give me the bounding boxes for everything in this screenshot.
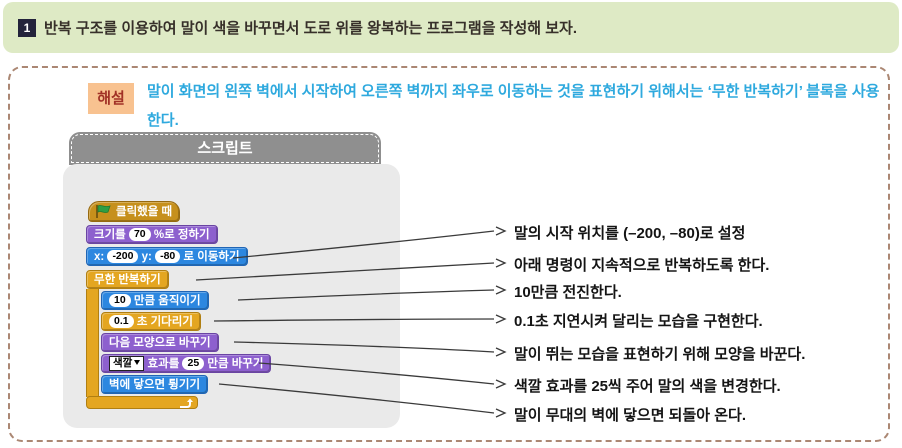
block-label: 만큼 움직이기 [133,295,201,307]
block-set-size: 크기를 70 %로 정하기 [86,225,218,244]
block-label: 로 이동하기 [183,251,240,263]
block-goto-xy: x: -200 y: -80 로 이동하기 [86,247,248,266]
task-banner: 1 반복 구조를 이용하여 말이 색을 바꾸면서 도로 위를 왕복하는 프로그램… [3,2,899,53]
task-number-badge: 1 [18,18,36,37]
green-flag-icon [96,205,111,218]
block-label: 초 기다리기 [136,316,193,328]
forever-loop-arm [86,289,99,397]
block-bounce-on-edge: 벽에 닿으면 튕기기 [101,375,209,394]
annotation-color-effect: 색깔 효과를 25씩 주어 말의 색을 변경한다. [514,378,781,395]
value-field: 0.1 [109,315,134,328]
block-label: %로 정하기 [153,229,210,241]
effect-dropdown: 색깔 [109,356,145,371]
block-label: 무한 반복하기 [94,274,161,286]
annotation-costume: 말이 뛰는 모습을 표현하기 위해 모양을 바꾼다. [514,346,806,363]
explanation-text: 말이 화면의 왼쪽 벽에서 시작하여 오른쪽 벽까지 좌우로 이동하는 것을 표… [147,83,880,129]
value-field: 25 [182,357,205,370]
explanation-label: 해설 [88,83,134,114]
script-panel-title: 스크립트 [71,134,379,163]
annotation-bounce: 말이 무대의 벽에 닿으면 되돌아 온다. [514,407,747,424]
block-label: 클릭했을 때 [116,205,173,218]
block-move-steps: 10 만큼 움직이기 [101,291,209,310]
block-next-costume: 다음 모양으로 바꾸기 [101,333,219,352]
block-label: 효과를 [147,358,180,370]
block-label: 벽에 닿으면 튕기기 [109,379,201,391]
value-field: 10 [109,294,131,307]
value-field: -80 [155,250,181,263]
loop-arrow-icon [180,398,193,408]
dropdown-value: 색깔 [113,357,133,369]
block-label: y: [141,251,152,263]
block-label: 만큼 바꾸기 [207,358,264,370]
block-wait-seconds: 0.1 초 기다리기 [101,312,201,331]
block-forever-loop: 무한 반복하기 [86,270,169,289]
forever-loop-bottom [86,396,198,409]
annotation-move: 10만큼 전진한다. [514,284,622,301]
value-field: 70 [128,228,151,241]
value-field: -200 [107,250,139,263]
block-when-flag-clicked: 클릭했을 때 [88,201,181,222]
annotation-wait: 0.1초 지연시켜 달리는 모습을 구현한다. [514,313,763,330]
task-title: 반복 구조를 이용하여 말이 색을 바꾸면서 도로 위를 왕복하는 프로그램을 … [44,20,578,37]
annotation-forever: 아래 명령이 지속적으로 반복하도록 한다. [514,257,770,274]
annotation-start-position: 말의 시작 위치를 (–200, –80)로 설정 [514,225,746,242]
dropdown-caret-icon [134,360,141,365]
block-label: 크기를 [94,229,126,241]
block-label: 다음 모양으로 바꾸기 [109,337,211,349]
block-label: x: [94,251,105,263]
block-change-effect: 색깔 효과를 25 만큼 바꾸기 [101,354,272,373]
